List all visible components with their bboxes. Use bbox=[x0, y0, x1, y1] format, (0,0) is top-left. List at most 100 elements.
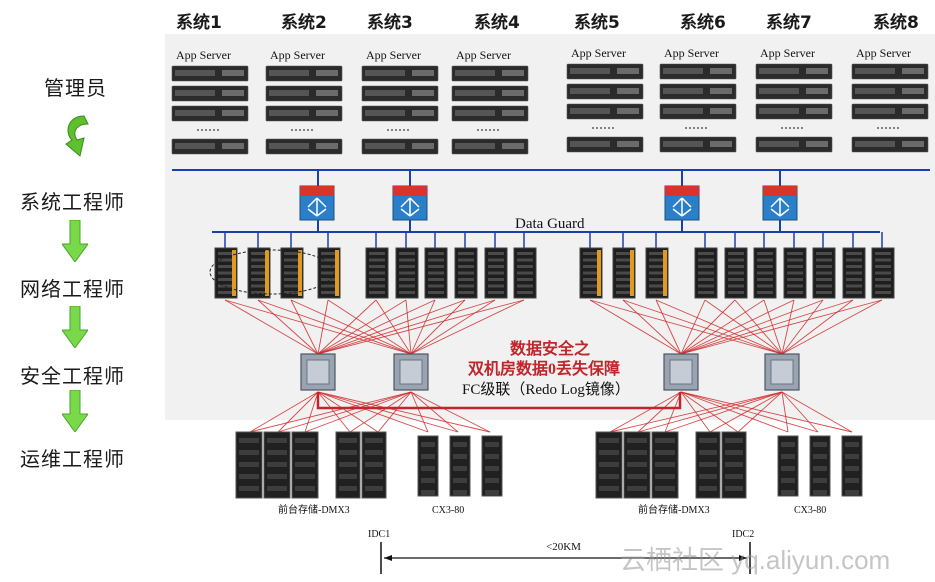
server-bay bbox=[269, 90, 309, 96]
cabinet-slot bbox=[845, 490, 859, 495]
db-server-slot bbox=[816, 284, 832, 288]
cabinet-slot bbox=[339, 462, 357, 467]
idc2-label: IDC2 bbox=[732, 529, 754, 540]
db-server-slot bbox=[846, 291, 862, 294]
cabinet-slot bbox=[627, 474, 647, 479]
server-bay bbox=[269, 70, 309, 76]
fc-link bbox=[781, 299, 824, 355]
db-server-slot bbox=[369, 291, 385, 294]
system-label-8: 系统8 bbox=[873, 13, 919, 33]
server-bay bbox=[502, 70, 524, 76]
cabinet-slot bbox=[655, 450, 675, 455]
cabinet-slot bbox=[725, 486, 743, 491]
server-bay bbox=[902, 68, 924, 74]
cabinet-slot bbox=[485, 478, 499, 483]
db-server-slot bbox=[757, 284, 773, 288]
cabinet-slot bbox=[453, 442, 467, 447]
db-server-slot bbox=[321, 284, 337, 288]
cabinet-slot bbox=[365, 462, 383, 467]
dmx-cabinet bbox=[263, 431, 291, 499]
ellipsis-dot bbox=[789, 127, 791, 129]
server-bay bbox=[570, 88, 610, 94]
ellipsis-dot bbox=[205, 129, 207, 131]
db-server-slot bbox=[816, 291, 832, 294]
cabinet-slot bbox=[781, 478, 795, 483]
cabinet-slot bbox=[725, 474, 743, 479]
db-server-slot bbox=[649, 258, 665, 262]
cabinet-slot bbox=[295, 486, 315, 491]
fc-link bbox=[317, 299, 407, 355]
fc-link bbox=[224, 299, 412, 355]
ellipsis-dot bbox=[299, 129, 301, 131]
cabinet-slot bbox=[599, 474, 619, 479]
fc-link bbox=[410, 391, 459, 433]
fc-link bbox=[680, 391, 819, 433]
server-bay bbox=[617, 108, 639, 114]
db-server-slot bbox=[846, 265, 862, 268]
ellipsis-dot bbox=[596, 127, 598, 129]
fc-link bbox=[781, 391, 853, 433]
db-server-slot bbox=[757, 252, 773, 255]
db-server-slot bbox=[583, 252, 599, 255]
storage-right-cx-label: CX3-80 bbox=[794, 505, 826, 516]
cluster-ring bbox=[209, 249, 335, 295]
cabinet-slot bbox=[295, 474, 315, 479]
server-bay bbox=[663, 88, 703, 94]
cabinet-slot bbox=[845, 454, 859, 459]
db-server-slot bbox=[698, 284, 714, 288]
dmx-cabinet bbox=[235, 431, 263, 499]
cabinet-slot bbox=[453, 454, 467, 459]
fc-link bbox=[405, 299, 412, 355]
db-server-slot bbox=[428, 252, 444, 255]
server-bay bbox=[663, 108, 703, 114]
ellipsis-dot bbox=[897, 127, 899, 129]
ellipsis-dot bbox=[697, 127, 699, 129]
fc-link bbox=[249, 391, 319, 433]
arrow-down-icon bbox=[62, 306, 88, 348]
cabinet-slot bbox=[295, 450, 315, 455]
system-label-4: 系统4 bbox=[474, 13, 520, 33]
server-bay bbox=[759, 68, 799, 74]
cabinet-slot bbox=[295, 462, 315, 467]
database-server bbox=[753, 247, 777, 299]
db-server-slot bbox=[458, 252, 474, 255]
server-bay bbox=[316, 70, 338, 76]
fc-link bbox=[680, 391, 711, 433]
cabinet-slot bbox=[421, 442, 435, 447]
ellipsis-dot bbox=[885, 127, 887, 129]
db-server-slot bbox=[698, 291, 714, 294]
switch-arrows bbox=[770, 197, 790, 217]
db-server-slot bbox=[698, 265, 714, 268]
switch-arrows bbox=[400, 197, 420, 217]
cabinet-slot bbox=[813, 478, 827, 483]
db-server-slot bbox=[517, 291, 533, 294]
fc-link bbox=[655, 299, 783, 355]
db-server-slot bbox=[816, 271, 832, 275]
db-server-slot bbox=[846, 284, 862, 288]
db-server-slot bbox=[728, 252, 744, 255]
db-server-slot bbox=[583, 271, 599, 275]
db-server-stripe bbox=[663, 250, 667, 296]
cabinet-slot bbox=[453, 478, 467, 483]
system-label-1: 系统1 bbox=[176, 13, 222, 33]
database-server bbox=[783, 247, 807, 299]
cabinet-slot bbox=[239, 462, 259, 467]
db-server-slot bbox=[816, 252, 832, 255]
san-switch-panel bbox=[770, 359, 794, 385]
db-server-slot bbox=[488, 252, 504, 255]
cabinet-slot bbox=[725, 450, 743, 455]
san-switch-panel bbox=[306, 359, 330, 385]
server-bay bbox=[759, 88, 799, 94]
system-label-2: 系统2 bbox=[281, 13, 327, 33]
fc-link bbox=[317, 299, 377, 355]
cabinet-slot bbox=[339, 486, 357, 491]
db-server-slot bbox=[875, 271, 891, 275]
cabinet-slot bbox=[781, 490, 795, 495]
network-switch-icon bbox=[762, 185, 798, 221]
fc-link bbox=[637, 391, 682, 433]
db-server-slot bbox=[321, 271, 337, 275]
fc-link bbox=[304, 391, 412, 433]
switch-arrows bbox=[672, 197, 692, 217]
db-server-slot bbox=[399, 291, 415, 294]
dmx-cabinet bbox=[291, 431, 319, 499]
